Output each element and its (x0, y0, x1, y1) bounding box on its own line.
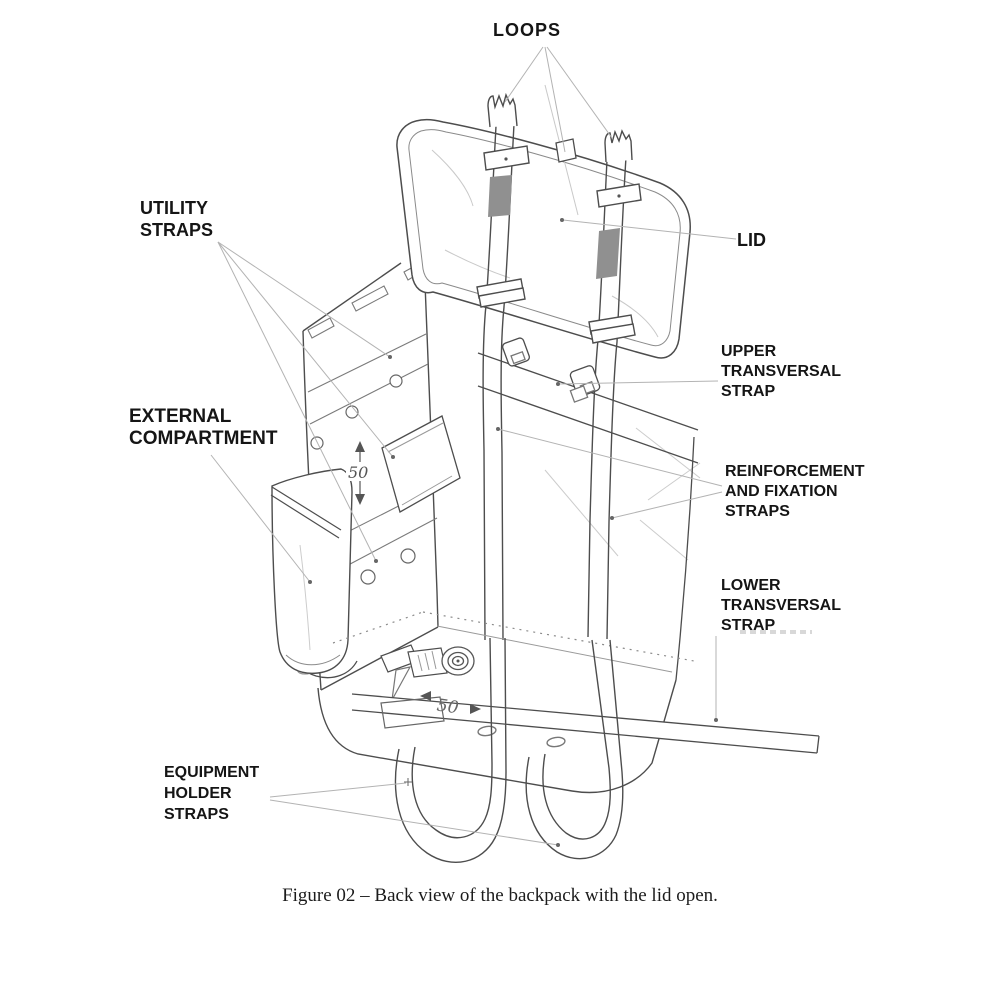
right-strap-loop (604, 129, 633, 163)
label-upper-transversal-strap: UPPER TRANSVERSAL STRAP (721, 343, 842, 400)
left-reinforcement-strap (476, 92, 530, 641)
lid-drawing (396, 84, 691, 359)
lower-transversal-strap-drawing (351, 693, 820, 754)
dim-pocket-50: 50 (348, 463, 368, 482)
label-lid: LID (737, 230, 766, 250)
panel-pocket (381, 415, 461, 513)
leader-cross-mark (404, 778, 412, 786)
bottom-strap-slot (380, 696, 445, 729)
label-loops: LOOPS (493, 20, 562, 40)
lid-tab (555, 138, 577, 163)
label-equipment-holder-straps: EQUIPMENT HOLDER STRAPS (164, 764, 260, 823)
dim-bottom-50: 50 (436, 696, 460, 719)
seam-dotted-line (332, 611, 424, 644)
bottom-face (317, 611, 695, 794)
left-strap-loop (487, 92, 518, 128)
bottom-knob (441, 646, 475, 676)
label-reinforcement-and-fixation-straps: REINFORCEMENT AND FIXATION STRAPS (725, 463, 865, 520)
leader-dots (308, 218, 718, 847)
dimension-pocket-height: 50 (346, 441, 373, 505)
body-right-edge (675, 436, 695, 681)
external-compartment-drawing (270, 468, 353, 675)
label-utility-straps: UTILITY STRAPS (140, 198, 214, 240)
label-external-compartment: EXTERNAL COMPARTMENT (129, 406, 278, 449)
upper-transversal-strap-drawing (477, 337, 699, 681)
right-reinforcement-strap (587, 129, 642, 640)
figure-caption: Figure 02 – Back view of the backpack wi… (282, 885, 718, 906)
equipment-holder-straps-drawing (394, 637, 624, 863)
label-lower-transversal-strap: LOWER TRANSVERSAL STRAP (721, 577, 842, 634)
leader-lines (210, 46, 737, 846)
body-crease-lines (544, 427, 701, 561)
bottom-buckle (380, 644, 448, 701)
grommets (310, 374, 416, 585)
dimension-bottom-width: 50 (420, 691, 481, 718)
